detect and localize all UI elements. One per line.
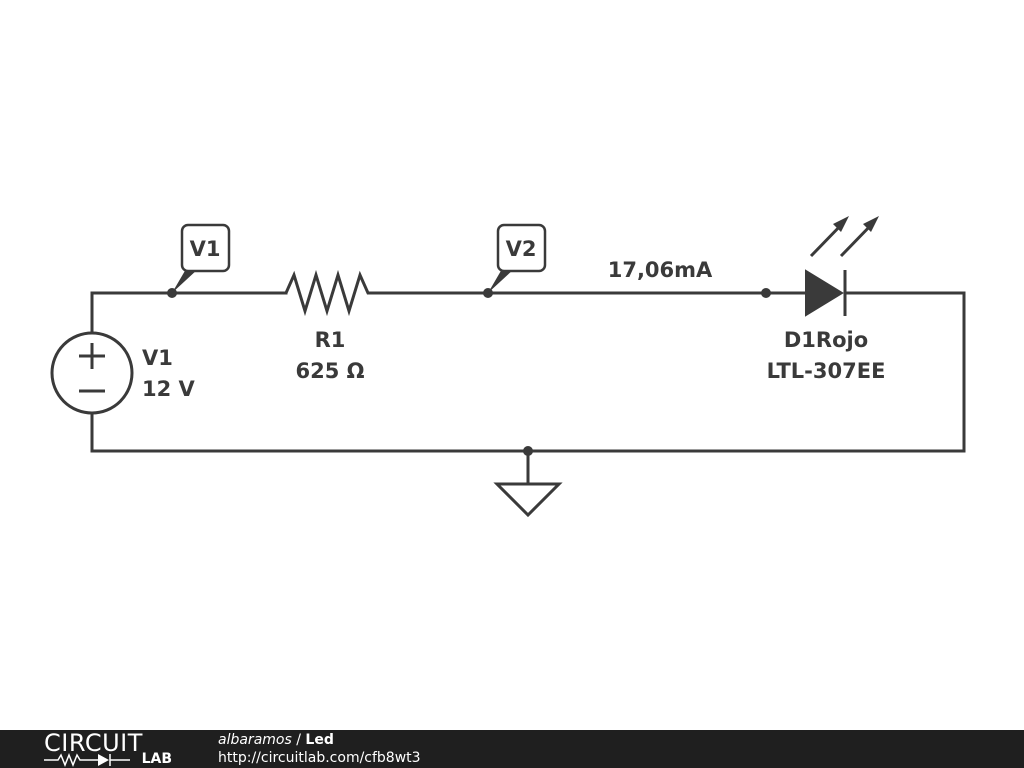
led-icon (805, 216, 879, 317)
dc-voltage-source-icon (50, 331, 134, 415)
voltage-probe-icon (488, 223, 547, 293)
junction-dot-current (761, 288, 771, 298)
resistor-icon (284, 269, 374, 317)
probe-label-v2: V2 (506, 237, 537, 261)
schematic-diagram: V1 12 V R1 625 Ω D1Rojo LTL-307EE 17,06m… (50, 216, 966, 518)
circuit-credit: albaramos / Led (218, 732, 334, 748)
junction-dot-ground (523, 446, 533, 456)
author-link[interactable]: albaramos (218, 732, 292, 748)
credit-separator: / (291, 732, 306, 748)
current-readout: 17,06mA (608, 258, 713, 282)
probe-label-v1: V1 (190, 237, 221, 261)
source-value: 12 V (142, 377, 196, 401)
circuit-title[interactable]: Led (305, 732, 334, 748)
footer-bar: CIRCUIT LAB albaramos / Led http://circu… (0, 730, 1024, 768)
led-part-number: LTL-307EE (767, 359, 886, 383)
resistor-name: R1 (315, 328, 346, 352)
ground-icon (493, 482, 563, 518)
led-name: D1Rojo (784, 328, 868, 352)
resistor-value: 625 Ω (296, 359, 365, 383)
wire-top-right (844, 291, 966, 453)
logo-text-lab: LAB (141, 751, 172, 767)
logo-text-circuit: CIRCUIT (44, 729, 143, 757)
circuitlab-logo[interactable]: CIRCUIT LAB (44, 731, 176, 767)
source-name: V1 (142, 346, 173, 370)
circuit-url-link[interactable]: http://circuitlab.com/cfb8wt3 (218, 750, 421, 766)
voltage-probe-icon (172, 223, 231, 293)
logo-circuit-glyph-icon (44, 753, 130, 767)
